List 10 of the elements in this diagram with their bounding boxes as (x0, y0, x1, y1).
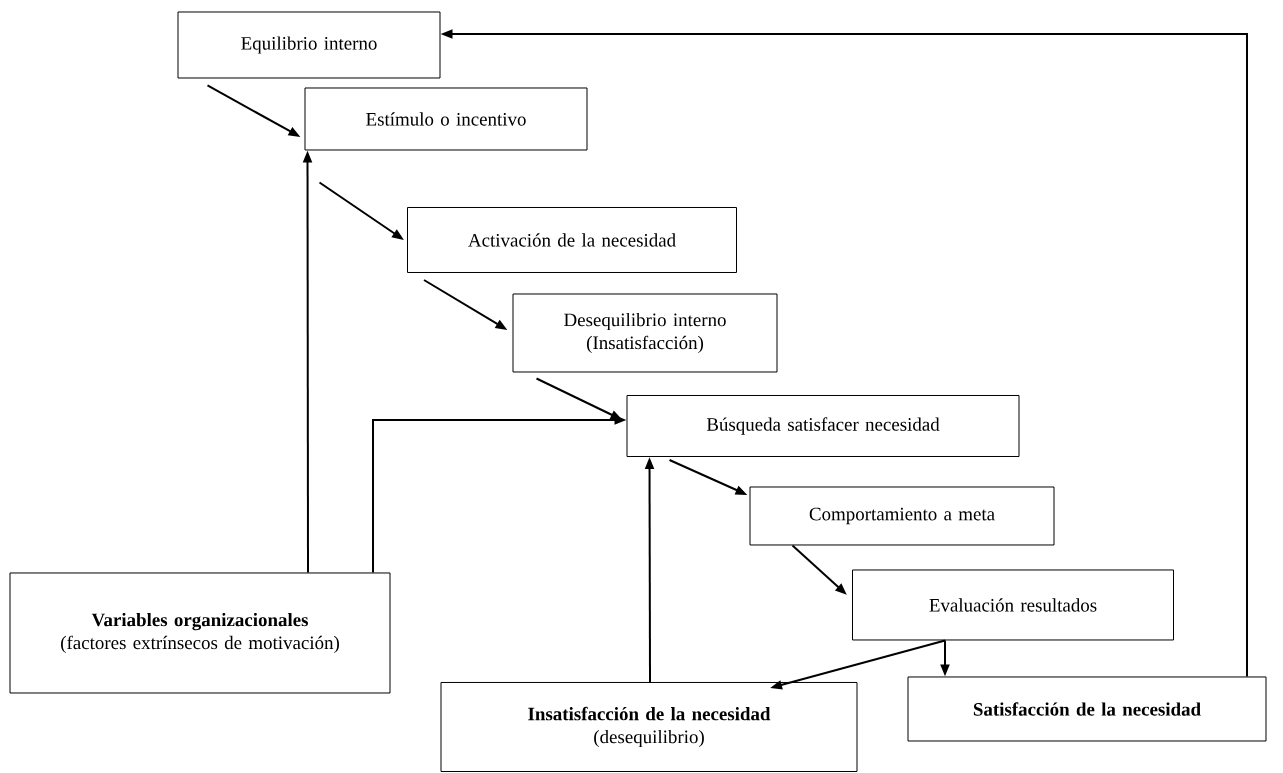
process-box: Activación de la necesidad (407, 207, 737, 273)
process-box: Insatisfacción de la necesidad (desequilibrio) (440, 682, 858, 772)
process-box: Equilibrio interno (177, 11, 441, 79)
process-box: Estímulo o incentivo (304, 87, 588, 151)
process-box: Búsqueda satisfacer necesidad (626, 395, 1020, 457)
process-box: Variables organizacionales (factores extrínsecos de motivación) (9, 572, 391, 694)
process-box: Satisfacción de la necesidad (907, 676, 1267, 742)
process-box: Desequilibrio interno (Insatisfacción) (512, 293, 778, 373)
process-box: Comportamiento a meta (749, 486, 1055, 546)
process-box: Evaluación resultados (852, 569, 1174, 641)
